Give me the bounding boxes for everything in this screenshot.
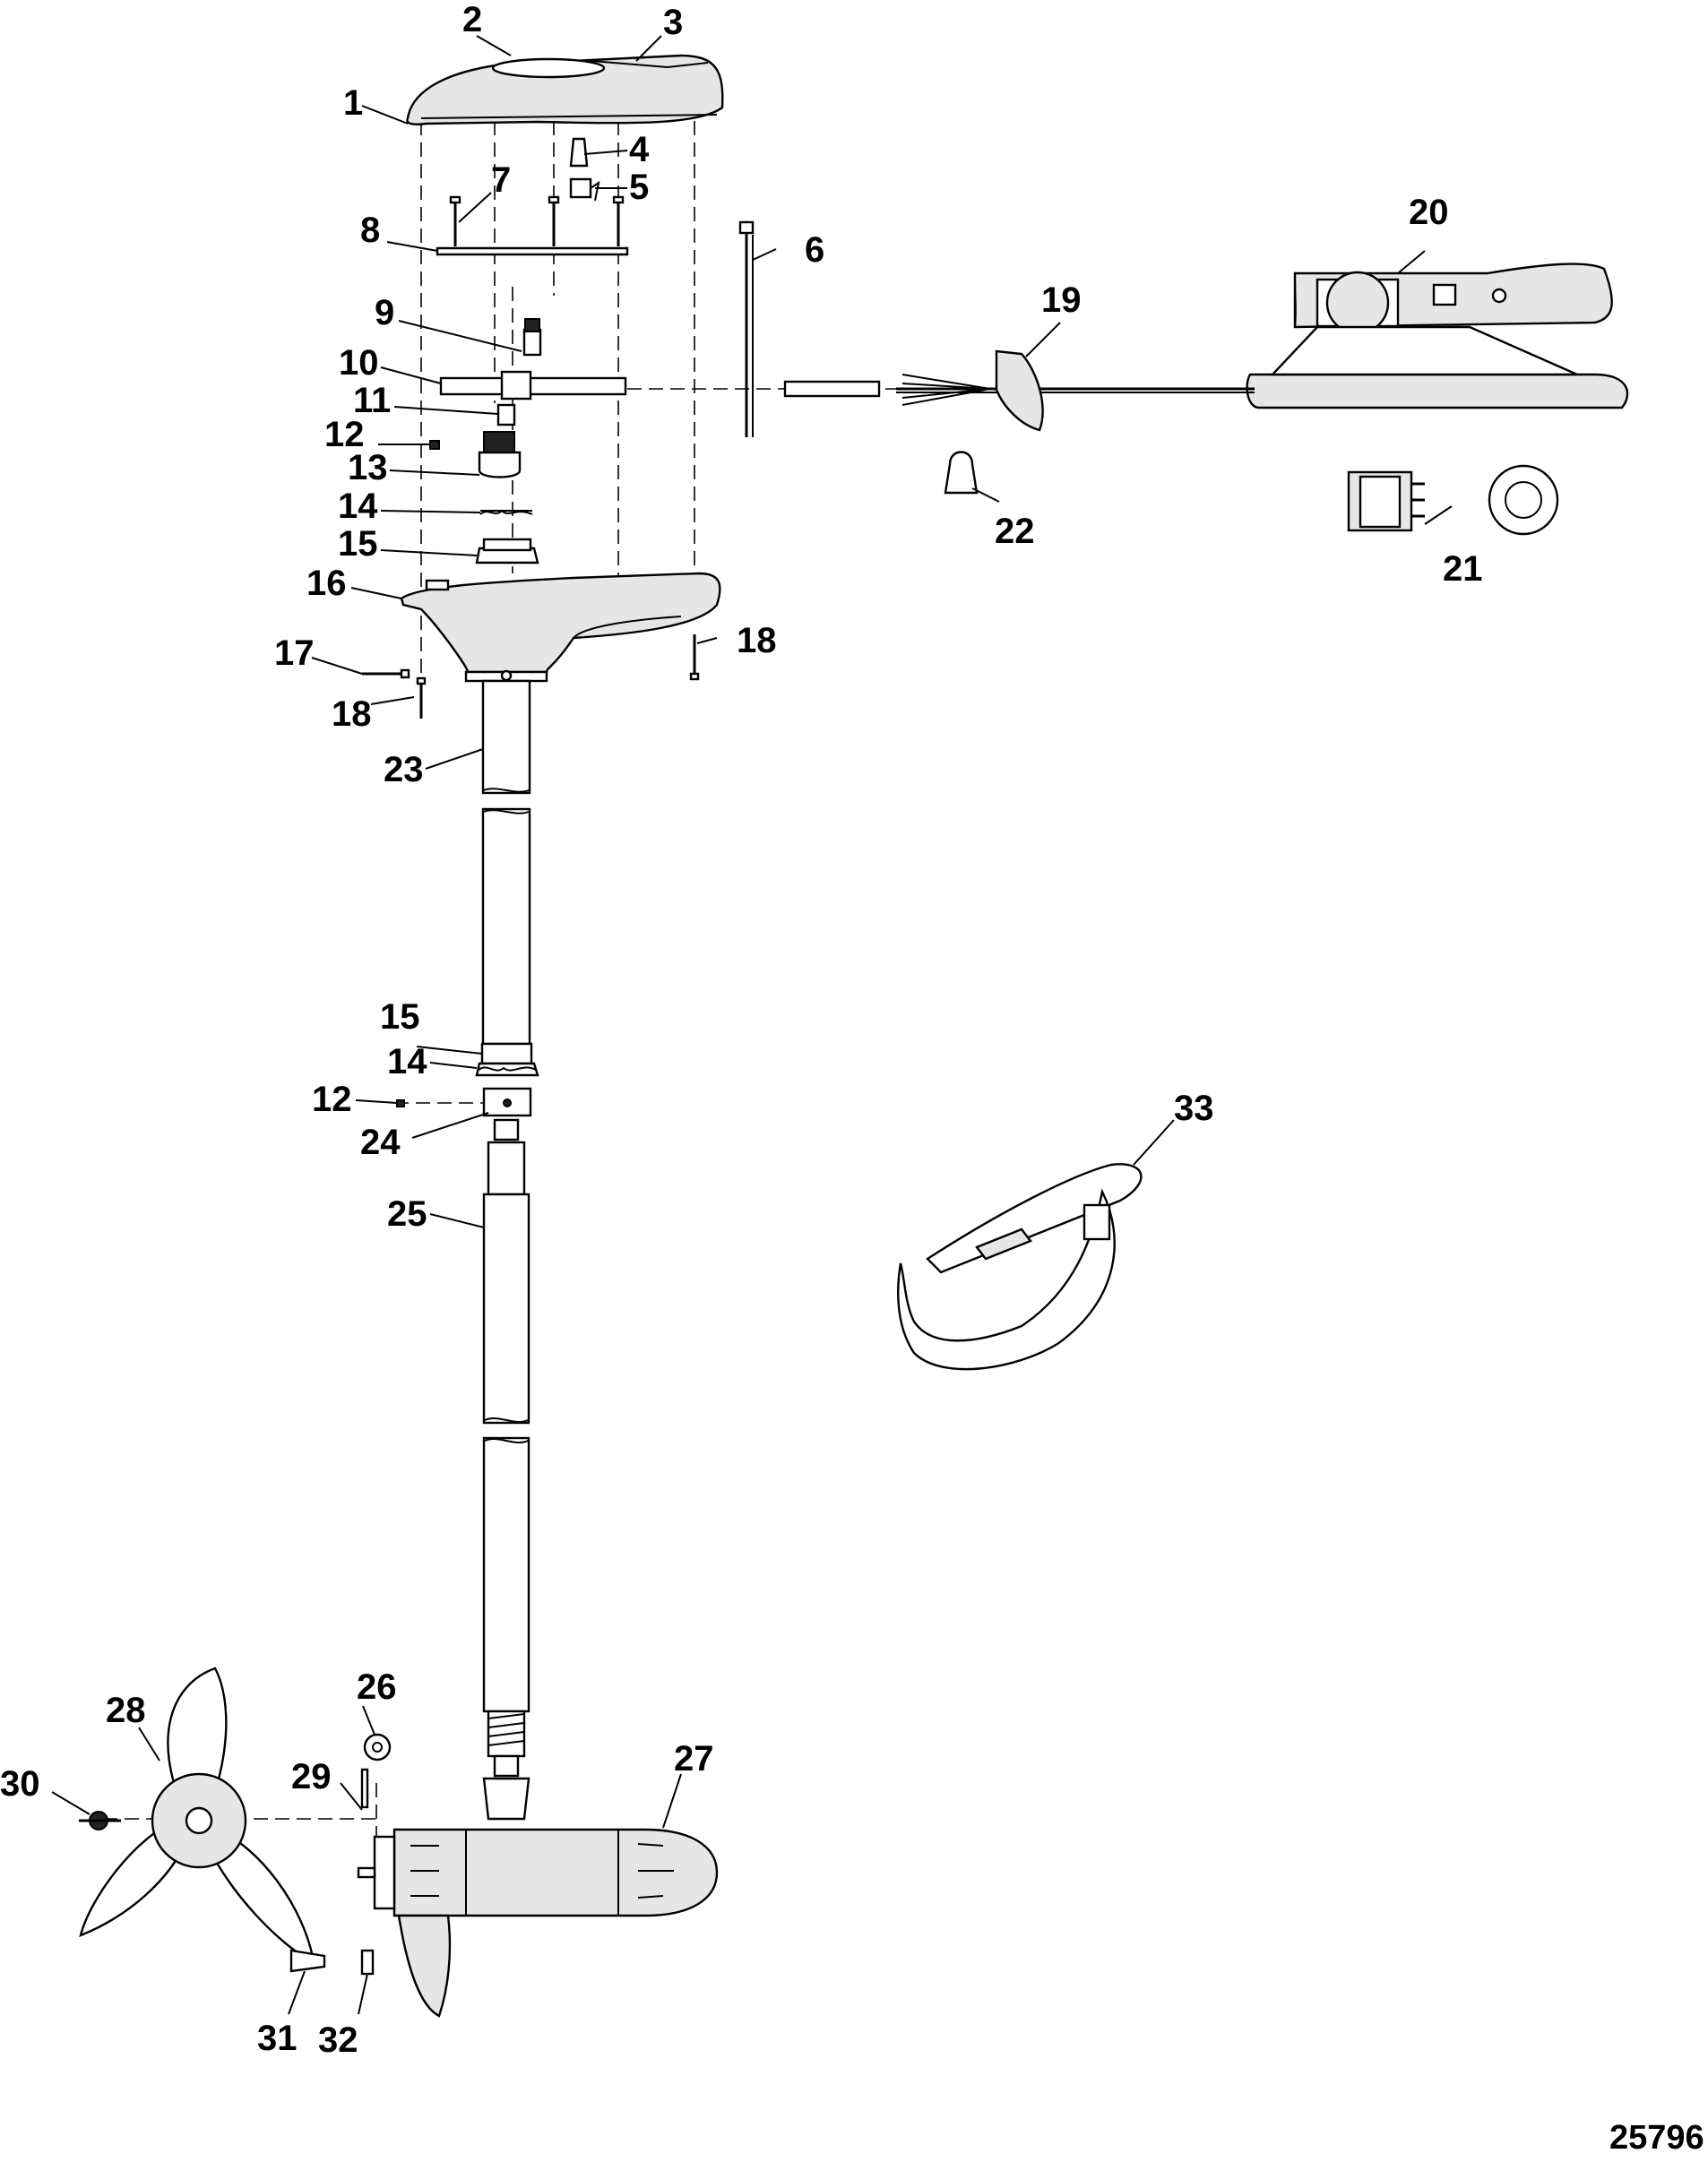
- callout-10: 10: [339, 343, 379, 383]
- head-housing: [400, 572, 721, 683]
- callout-29: 29: [291, 1757, 332, 1796]
- prop-hardware: [289, 1733, 392, 1976]
- callout-14a: 14: [338, 487, 378, 526]
- pins-screws: [362, 634, 700, 719]
- plug-receptacle: [1347, 464, 1559, 536]
- callout-15b: 15: [380, 997, 420, 1037]
- callout-12b: 12: [312, 1080, 352, 1119]
- callout-33: 33: [1174, 1089, 1214, 1128]
- callout-23: 23: [384, 750, 424, 789]
- callout-30: 30: [0, 1764, 40, 1804]
- screws: [449, 195, 625, 246]
- lower-shaft: [482, 1118, 531, 1778]
- callout-26: 26: [357, 1667, 397, 1707]
- callout-3: 3: [663, 3, 683, 42]
- callout-20: 20: [1409, 193, 1449, 232]
- callout-14b: 14: [387, 1042, 427, 1081]
- callout-21: 21: [1443, 549, 1483, 589]
- callout-18a: 18: [332, 694, 372, 734]
- top-cover: [406, 54, 724, 125]
- lower-collar: [396, 1042, 539, 1117]
- callout-16: 16: [306, 564, 347, 603]
- callout-8: 8: [360, 211, 380, 250]
- callout-4: 4: [629, 130, 650, 169]
- callout-11: 11: [353, 381, 391, 420]
- callout-6: 6: [805, 230, 824, 270]
- callout-13: 13: [348, 448, 388, 487]
- cable-tie: [738, 220, 755, 437]
- wire-nut: [944, 451, 979, 495]
- propeller: [79, 1667, 315, 1965]
- callout-32: 32: [318, 2020, 358, 2060]
- strap: [897, 1163, 1143, 1371]
- callout-24: 24: [360, 1123, 401, 1162]
- foot-pedal: [783, 263, 1629, 432]
- control-board-assembly: [429, 318, 627, 564]
- callout-15a: 15: [338, 524, 378, 564]
- callout-1: 1: [343, 83, 363, 123]
- motor: [357, 1777, 719, 2018]
- callout-28: 28: [106, 1691, 146, 1730]
- leader-lines: [51, 35, 1453, 2015]
- gasket-plate: [436, 246, 629, 256]
- callout-9: 9: [375, 293, 394, 332]
- callout-7: 7: [491, 160, 511, 200]
- callout-18b: 18: [737, 621, 777, 660]
- callout-17: 17: [274, 633, 315, 673]
- callout-5: 5: [629, 168, 649, 207]
- upper-shaft: [481, 679, 531, 1046]
- callout-19: 19: [1041, 280, 1082, 320]
- figure-id: 25796: [1609, 2119, 1704, 2157]
- callout-31: 31: [257, 2019, 298, 2058]
- callout-22: 22: [995, 512, 1035, 551]
- callout-2: 2: [462, 0, 482, 39]
- callout-27: 27: [674, 1739, 714, 1779]
- switch-knob: [569, 137, 600, 202]
- callout-25: 25: [387, 1194, 427, 1234]
- callout-12a: 12: [324, 415, 365, 454]
